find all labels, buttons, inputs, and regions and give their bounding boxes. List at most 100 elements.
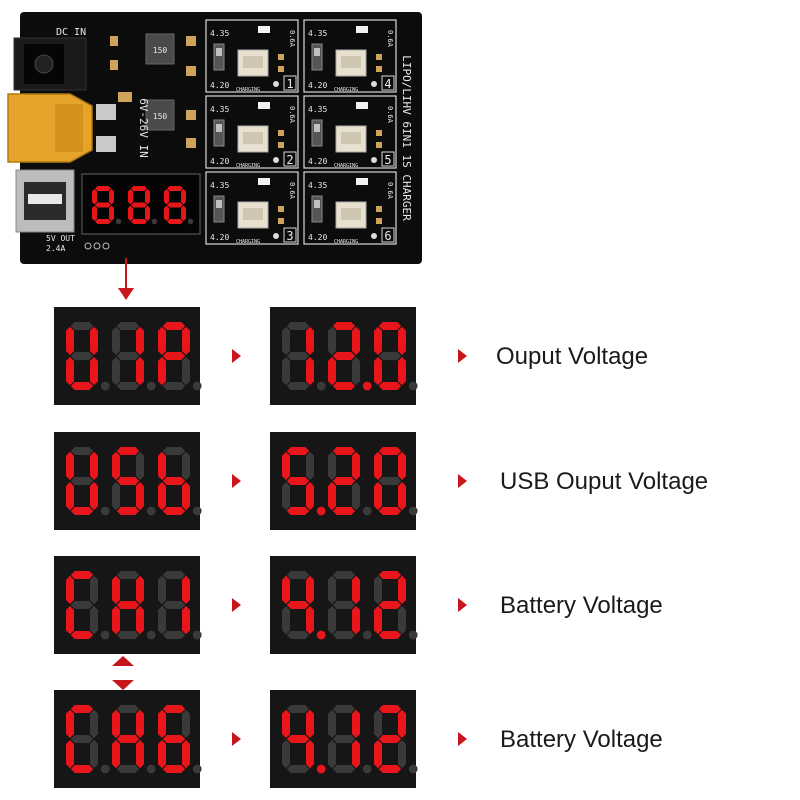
segment-b [306,326,314,356]
segment-f [374,451,382,481]
slot-current: 0.6A [288,106,296,124]
segment-d [162,631,186,639]
segment-b [398,326,406,356]
segment-a [162,447,186,455]
segment-b [352,451,360,481]
svg-text:150: 150 [153,46,168,55]
segment-c [306,356,314,386]
digit-3 [374,705,418,774]
segment-c [398,356,406,386]
smd-parts [110,36,196,148]
segment-g [70,352,94,360]
slot-voltage-low: 4.20 [308,233,327,242]
segment-f [374,575,382,605]
segment-d [332,507,356,515]
segment-a [378,322,402,330]
segment-f [328,575,336,605]
mode-display [54,307,202,405]
segment-d [162,765,186,773]
segment-a [162,571,186,579]
digit-3 [374,571,418,640]
segment-d [116,631,140,639]
segment-e [158,356,166,386]
mode-row-1 [54,307,467,405]
segment-d [378,507,402,515]
decimal-point [100,764,110,774]
segment-e [164,205,169,221]
digit-3 [374,322,418,391]
segment-a [286,447,310,455]
segment-f [112,709,120,739]
digit-1 [66,705,110,774]
segment-e [282,605,290,635]
segment-f [328,709,336,739]
usb-current-label: 2.4A [46,244,65,253]
segment-g [70,601,94,609]
decimal-point [362,764,372,774]
segment-b [398,451,406,481]
segment-d [378,631,402,639]
segment-d [131,219,147,224]
led-dots [84,242,110,250]
segment-f [112,575,120,605]
segment-c [352,356,360,386]
segment-b [306,451,314,481]
segment-c [352,481,360,511]
segment-a [116,322,140,330]
segment-c [90,605,98,635]
decimal-point [362,630,372,640]
segment-b [306,575,314,605]
digit-2 [328,322,372,391]
segment-a [286,322,310,330]
segment-b [398,709,406,739]
decimal-point [408,506,418,516]
row-label: Battery Voltage [500,726,663,753]
voltage-switch [213,43,225,71]
slot-number: 5 [384,153,391,167]
decimal-point [146,506,156,516]
segment-c [398,739,406,769]
slot-charging-label: CHARGING [334,163,358,169]
slot-number: 2 [286,153,293,167]
segment-a [116,705,140,713]
segment-a [70,571,94,579]
charge-led [356,102,368,109]
mode-row-3 [54,556,467,654]
segment-a [70,705,94,713]
decimal-point [316,630,326,640]
segment-g [286,601,310,609]
segment-e [374,739,382,769]
segment-a [70,322,94,330]
slot-voltage-high: 4.35 [210,29,229,38]
segment-f [158,575,166,605]
reading-display [270,690,418,788]
segment-c [306,481,314,511]
digit-3 [374,447,418,516]
digit-1 [66,447,110,516]
reading-display [270,556,418,654]
usb-out-label: 5V OUT [46,234,75,243]
segment-b [181,189,186,205]
segment-a [131,186,147,191]
segment-c [90,481,98,511]
segment-f [158,326,166,356]
product-title: LIPO/LIHV 6IN1 1S CHARGER [400,55,413,221]
segment-d [286,382,310,390]
arrow-right-icon [458,598,467,612]
segment-d [162,382,186,390]
board-digit-2 [128,186,158,225]
decimal-point [100,381,110,391]
decimal-point [146,764,156,774]
segment-b [352,326,360,356]
decimal-point [408,630,418,640]
segment-g [162,735,186,743]
digit-2 [112,447,156,516]
slot-voltage-low: 4.20 [210,81,229,90]
segment-c [136,481,144,511]
segment-c [136,356,144,386]
segment-a [70,447,94,455]
segment-c [136,605,144,635]
digit-3 [158,447,202,516]
segment-b [136,451,144,481]
